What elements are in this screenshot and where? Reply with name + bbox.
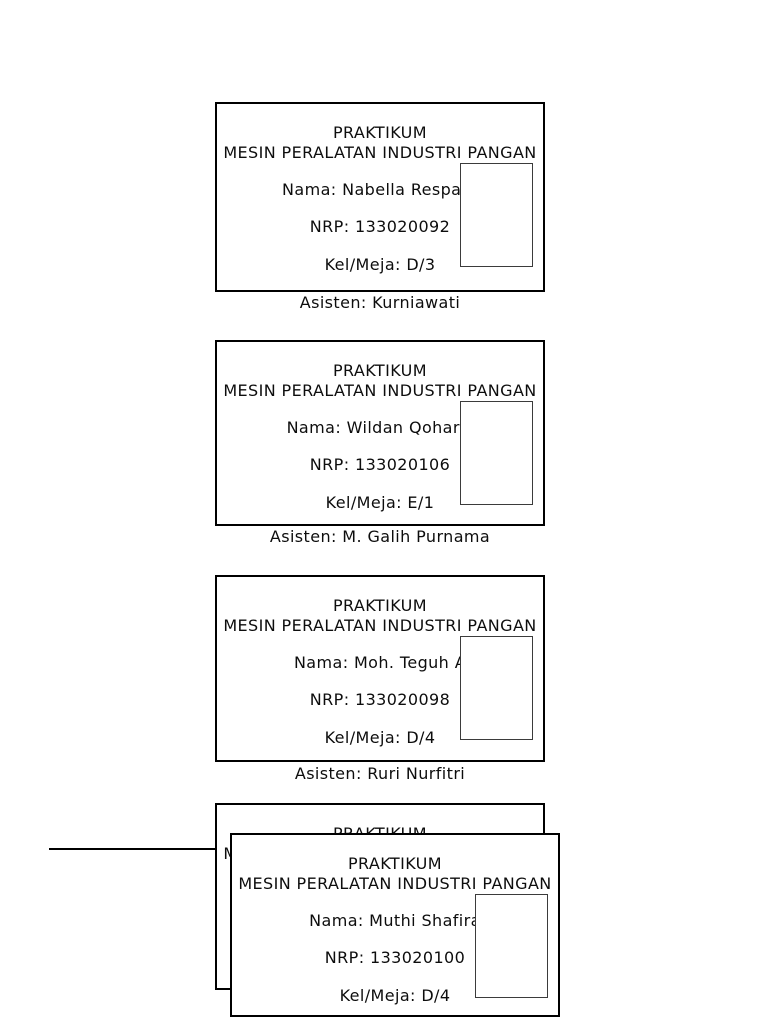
label-title: PRAKTIKUM: [333, 596, 427, 615]
label-kel-meja: Kel/Meja: D/4: [339, 986, 451, 1005]
label-title: PRAKTIKUM: [348, 854, 442, 873]
label-subtitle: MESIN PERALATAN INDUSTRI PANGAN: [223, 616, 537, 635]
praktikum-label-card-1: PRAKTIKUM MESIN PERALATAN INDUSTRI PANGA…: [215, 102, 545, 292]
photo-placeholder-box: [460, 636, 533, 740]
stray-horizontal-line: [49, 848, 217, 850]
label-title: PRAKTIKUM: [333, 361, 427, 380]
label-nrp: NRP: 133020092: [309, 217, 451, 236]
praktikum-label-card-2: PRAKTIKUM MESIN PERALATAN INDUSTRI PANGA…: [215, 340, 545, 526]
label-subtitle: MESIN PERALATAN INDUSTRI PANGAN: [223, 381, 537, 400]
label-kel-meja: Kel/Meja: D/4: [324, 728, 436, 747]
label-kel-meja: Kel/Meja: E/1: [325, 493, 435, 512]
praktikum-label-card-3: PRAKTIKUM MESIN PERALATAN INDUSTRI PANGA…: [215, 575, 545, 762]
label-nrp: NRP: 133020098: [309, 690, 451, 709]
label-kel-meja: Kel/Meja: D/3: [324, 255, 436, 274]
praktikum-label-card-5-front: PRAKTIKUM MESIN PERALATAN INDUSTRI PANGA…: [230, 833, 560, 1017]
label-nama: Nama: Nabella Respaty: [282, 180, 478, 199]
label-subtitle: MESIN PERALATAN INDUSTRI PANGAN: [238, 874, 552, 893]
label-nrp: NRP: 133020100: [324, 948, 466, 967]
label-nrp: NRP: 133020106: [309, 455, 451, 474]
label-nama: Nama: Wildan Qoharis: [286, 418, 474, 437]
label-asisten-caption: Asisten: Ruri Nurfitri: [294, 764, 466, 783]
label-asisten-caption: Asisten: M. Galih Purnama: [269, 527, 491, 546]
label-nama: Nama: Muthi Shafira: [309, 911, 481, 930]
label-asisten-caption: Asisten: Kurniawati: [299, 293, 461, 312]
photo-placeholder-box: [460, 401, 533, 505]
photo-placeholder-box: [475, 894, 548, 998]
photo-placeholder-box: [460, 163, 533, 267]
label-title: PRAKTIKUM: [333, 123, 427, 142]
label-subtitle: MESIN PERALATAN INDUSTRI PANGAN: [223, 143, 537, 162]
label-nama: Nama: Moh. Teguh A: [293, 653, 467, 672]
